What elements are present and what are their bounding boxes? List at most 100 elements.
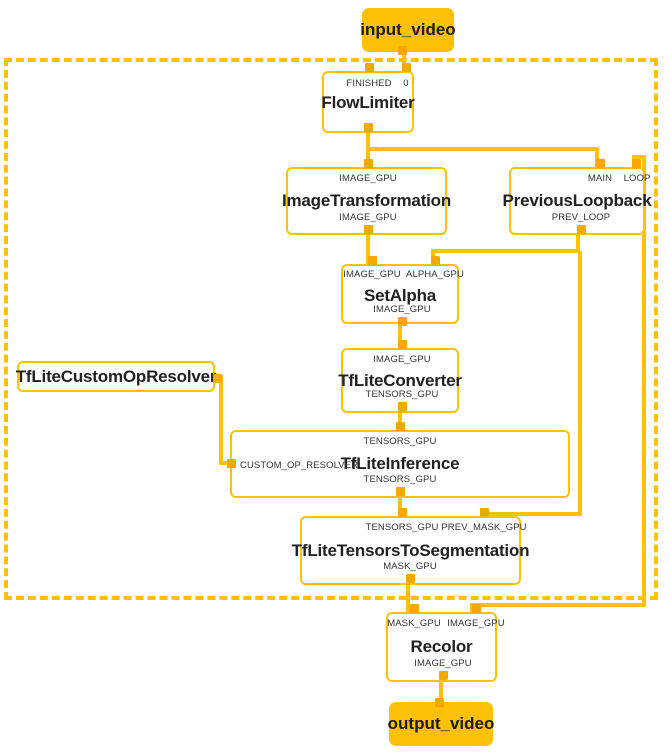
- port-label-setalpha-out: IMAGE_GPU: [373, 304, 431, 315]
- node-tflite-inference-title: TfLiteInference: [340, 454, 460, 473]
- port-recolor-out[interactable]: [439, 671, 448, 680]
- port-0[interactable]: [402, 63, 411, 72]
- port-label-custom-op-resolver: CUSTOM_OP_RESOLVER: [240, 460, 359, 471]
- edge-customopresolver-down: [219, 375, 223, 465]
- edge-loop-port-right: [632, 155, 646, 159]
- port-label-converter-tensors-gpu: TENSORS_GPU: [365, 389, 439, 400]
- port-label-setalpha-alpha-gpu: ALPHA_GPU: [406, 269, 464, 280]
- edge-customopresolver-into-inference: [219, 461, 233, 465]
- port-setalpha-out[interactable]: [398, 317, 407, 326]
- port-converter-image-gpu[interactable]: [398, 340, 407, 349]
- node-tflite-converter[interactable]: IMAGE_GPU TfLiteConverter TENSORS_GPU: [338, 340, 462, 413]
- port-main[interactable]: [596, 159, 605, 168]
- node-previous-loopback[interactable]: MAIN LOOP PreviousLoopback PREV_LOOP: [502, 159, 652, 235]
- port-recolor-mask-gpu[interactable]: [410, 604, 419, 613]
- image-transformation-output-ports: IMAGE_GPU: [288, 212, 445, 234]
- previous-loopback-input-ports: MAIN LOOP: [511, 159, 650, 189]
- port-inference-out[interactable]: [396, 487, 405, 496]
- edge-mainline-to-previousloopback: [595, 147, 599, 169]
- port-image-gpu-out[interactable]: [364, 225, 373, 234]
- port-recolor-image-gpu[interactable]: [472, 604, 481, 613]
- edge-imagetransformation-to-setalpha: [366, 233, 370, 266]
- recolor-output-ports: IMAGE_GPU: [388, 658, 495, 680]
- segmentation-input-ports: TENSORS_GPU PREV_MASK_GPU: [302, 508, 527, 538]
- edge-recolor-to-output: [439, 682, 443, 704]
- port-seg-tensors-gpu[interactable]: [398, 508, 407, 517]
- port-output-video-in[interactable]: [435, 698, 444, 707]
- edge-loop-bottom-rail: [470, 603, 646, 607]
- port-inference-tensors-gpu[interactable]: [396, 422, 405, 431]
- node-tflite-tensors-to-segmentation[interactable]: TENSORS_GPU PREV_MASK_GPU TfLiteTensorsT…: [291, 508, 530, 585]
- edge-loop-rail-vertical: [578, 251, 582, 516]
- node-tflite-custom-op-resolver-title: TfLiteCustomOpResolver: [15, 366, 217, 386]
- node-recolor[interactable]: MASK_GPU IMAGE_GPU Recolor IMAGE_GPU: [386, 604, 505, 682]
- set-alpha-input-ports: IMAGE_GPU ALPHA_GPU: [343, 256, 464, 286]
- port-seg-mask-gpu[interactable]: [406, 574, 415, 583]
- port-setalpha-image-gpu[interactable]: [368, 256, 377, 265]
- port-label-finished: FINISHED: [346, 78, 392, 89]
- port-label-zero: 0: [403, 78, 409, 89]
- port-label-prev-loop: PREV_LOOP: [551, 212, 611, 223]
- tflite-converter-input-ports: IMAGE_GPU: [343, 340, 457, 370]
- set-alpha-output-ports: IMAGE_GPU: [343, 304, 457, 326]
- edge-prevloop-down: [576, 233, 580, 251]
- port-label-inference-tensors-gpu: TENSORS_GPU: [363, 436, 437, 447]
- node-tflite-inference[interactable]: TENSORS_GPU TfLiteInference CUSTOM_OP_RE…: [227, 422, 570, 498]
- flow-limiter-output-ports: [324, 113, 412, 132]
- edge-loop-rail-to-prevmask: [480, 512, 582, 516]
- node-image-transformation-title: ImageTransformation: [281, 191, 452, 210]
- port-setalpha-alpha-gpu[interactable]: [431, 256, 440, 265]
- edge-flowlimiter-to-mainline: [366, 147, 597, 151]
- stream-output-video-label: output_video: [387, 714, 495, 733]
- port-image-gpu-in[interactable]: [364, 159, 373, 168]
- node-tflite-converter-title: TfLiteConverter: [338, 370, 462, 390]
- edge-segmentation-to-recolor: [406, 583, 410, 615]
- port-label-inference-out: TENSORS_GPU: [363, 474, 437, 485]
- subgraph-boundary: [4, 58, 658, 600]
- port-input-video-out[interactable]: [398, 46, 407, 55]
- port-label-image-gpu-in: IMAGE_GPU: [339, 173, 397, 184]
- previous-loopback-output-ports: PREV_LOOP: [511, 212, 643, 234]
- port-converter-tensors-gpu[interactable]: [398, 402, 407, 411]
- port-label-seg-mask-gpu: MASK_GPU: [383, 561, 437, 572]
- node-previous-loopback-title: PreviousLoopback: [502, 191, 652, 210]
- flow-limiter-input-ports: FINISHED 0: [324, 63, 412, 93]
- tflite-inference-input-ports: TENSORS_GPU: [232, 422, 568, 452]
- image-transformation-input-ports: IMAGE_GPU: [288, 159, 445, 189]
- node-set-alpha[interactable]: IMAGE_GPU ALPHA_GPU SetAlpha IMAGE_GPU: [341, 256, 464, 326]
- node-tflite-custom-op-resolver[interactable]: TfLiteCustomOpResolver: [15, 361, 222, 392]
- tflite-inference-output-ports: TENSORS_GPU: [232, 474, 568, 496]
- port-label-recolor-image-gpu: IMAGE_GPU: [447, 618, 505, 629]
- node-flow-limiter[interactable]: FINISHED 0 FlowLimiter: [321, 63, 415, 133]
- port-label-seg-prev-mask-gpu: PREV_MASK_GPU: [441, 522, 527, 533]
- edge-setalpha-to-tfliteconverter: [398, 322, 402, 352]
- port-custom-op-resolver-out[interactable]: [213, 374, 222, 383]
- node-set-alpha-title: SetAlpha: [363, 286, 437, 305]
- node-tflite-tensors-to-segmentation-title: TfLiteTensorsToSegmentation: [291, 540, 530, 560]
- node-recolor-title: Recolor: [410, 637, 473, 656]
- port-label-recolor-mask-gpu: MASK_GPU: [387, 618, 441, 629]
- port-loop[interactable]: [632, 159, 641, 168]
- port-finished[interactable]: [365, 63, 374, 72]
- port-label-main: MAIN: [587, 173, 613, 184]
- stream-input-video[interactable]: input_video: [360, 8, 456, 52]
- port-prev-loop[interactable]: [577, 225, 586, 234]
- port-inference-custom-op-resolver[interactable]: [227, 459, 236, 468]
- port-flow-limiter-out[interactable]: [364, 123, 373, 132]
- recolor-input-ports: MASK_GPU IMAGE_GPU: [387, 604, 505, 634]
- port-label-setalpha-image-gpu: IMAGE_GPU: [343, 269, 401, 280]
- port-label-converter-image-gpu: IMAGE_GPU: [373, 354, 431, 365]
- node-flow-limiter-title: FlowLimiter: [321, 93, 415, 112]
- stream-output-video[interactable]: output_video: [387, 702, 495, 746]
- node-image-transformation[interactable]: IMAGE_GPU ImageTransformation IMAGE_GPU: [281, 159, 452, 235]
- port-seg-prev-mask-gpu[interactable]: [480, 508, 489, 517]
- port-label-image-gpu-out: IMAGE_GPU: [339, 212, 397, 223]
- tflite-converter-output-ports: TENSORS_GPU: [343, 389, 457, 411]
- stream-input-video-label: input_video: [360, 20, 456, 39]
- port-label-recolor-out: IMAGE_GPU: [414, 658, 472, 669]
- port-label-seg-tensors-gpu: TENSORS_GPU: [365, 522, 439, 533]
- edge-input-to-flowlimiter: [402, 48, 406, 74]
- segmentation-output-ports: MASK_GPU: [302, 561, 519, 583]
- port-label-loop: LOOP: [623, 173, 651, 184]
